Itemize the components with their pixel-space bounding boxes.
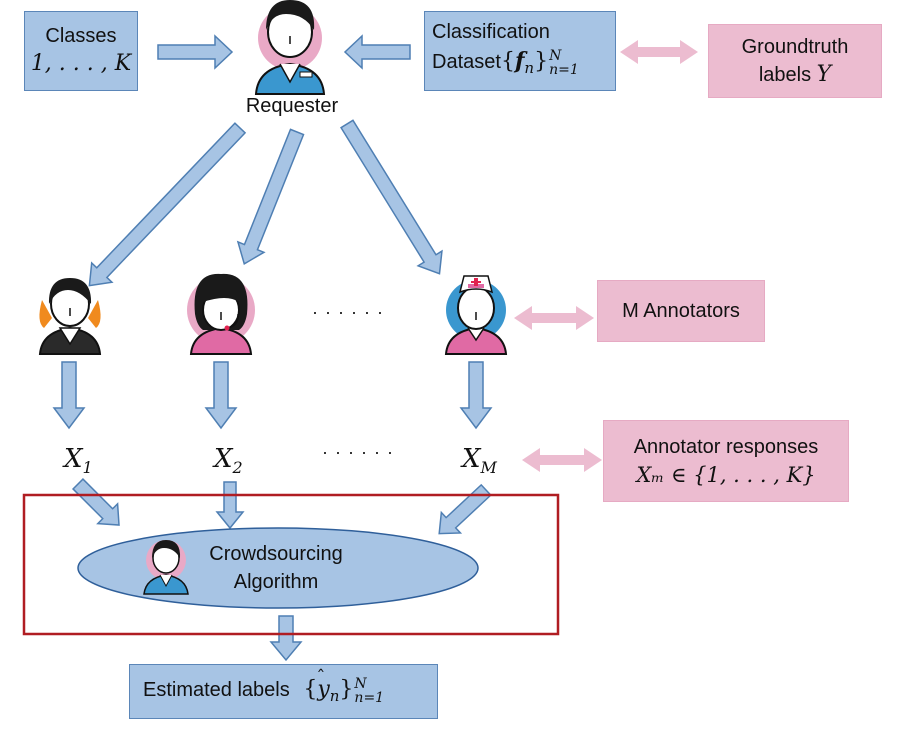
algorithm-line1: Crowdsourcing: [209, 543, 343, 565]
pink-arrow-responses-box: [522, 448, 602, 472]
annotator-responses-math: Xₘ ∈ {1, . . . , K}: [636, 463, 816, 487]
groundtruth-box: Groundtruth labels Y: [708, 24, 882, 98]
m-annotators-label: M Annotators: [622, 300, 740, 322]
dataset-brace-close: }: [534, 49, 549, 74]
response-x1-var: X: [64, 444, 83, 474]
dataset-sup: N: [549, 47, 562, 64]
dataset-f: f: [514, 48, 525, 74]
response-xm-sub: M: [480, 458, 497, 478]
responses-dots: · · · · · ·: [322, 442, 394, 462]
arrow-classes-to-requester: [157, 34, 234, 70]
estimated-y-sub: n: [329, 687, 340, 705]
estimated-sub: n=1: [354, 689, 385, 706]
response-x1-sub: 1: [82, 458, 93, 478]
dataset-sub: n=1: [549, 61, 579, 78]
groundtruth-line2: labels Y: [709, 61, 881, 89]
estimated-brace-open: {: [303, 677, 318, 702]
annotator-responses-box: Annotator responses Xₘ ∈ {1, . . . , K}: [603, 420, 849, 502]
groundtruth-var: Y: [816, 62, 832, 87]
requester-person-icon: [254, 0, 326, 95]
arrow-dataset-to-requester: [343, 34, 411, 70]
m-annotators-box: M Annotators: [597, 280, 765, 342]
pink-arrow-annotators-box: [514, 306, 594, 330]
requester-label: Requester: [245, 95, 339, 117]
arrow-xm-to-algorithm: [438, 483, 492, 535]
algorithm-person-icon: [143, 540, 189, 595]
groundtruth-labels-text: labels: [758, 64, 812, 86]
response-xm-var: X: [462, 444, 481, 474]
arrow-algorithm-to-estimates: [269, 615, 303, 662]
arrow-requester-to-annotator-m: [340, 119, 443, 275]
dataset-line1: Classification: [432, 21, 550, 43]
estimated-brace-close: }: [339, 677, 354, 702]
annotator-1-person-icon: [38, 278, 102, 355]
estimated-hat-icon: ˆ: [316, 667, 326, 688]
estimated-sup: N: [354, 675, 367, 692]
classes-box: Classes 1, . . . , K: [24, 11, 138, 91]
arrow-requester-to-annotator-2: [236, 128, 305, 265]
estimated-labels-text: Estimated labels: [143, 679, 290, 701]
dataset-brace-open: {: [500, 49, 515, 74]
pink-arrow-dataset-groundtruth: [620, 40, 698, 64]
annotator-responses-title: Annotator responses: [633, 436, 819, 458]
dataset-text: Dataset: [432, 51, 501, 73]
arrow-annotatorm-down: [459, 361, 493, 430]
arrow-x2-to-algorithm: [215, 481, 245, 530]
algorithm-label: Crowdsourcing Algorithm: [186, 540, 366, 596]
response-x2: X2: [214, 444, 243, 477]
arrow-x1-to-algorithm: [71, 477, 120, 526]
arrow-requester-to-annotator-1: [88, 122, 247, 287]
groundtruth-line1: Groundtruth: [741, 36, 849, 58]
dataset-f-sub: n: [524, 59, 535, 77]
annotators-dots: · · · · · ·: [312, 302, 384, 322]
algorithm-line2: Algorithm: [233, 571, 319, 593]
annotator-2-person-icon: [187, 273, 255, 355]
response-x1: X1: [64, 444, 93, 477]
response-x2-var: X: [214, 444, 233, 474]
arrow-annotator2-down: [204, 361, 238, 430]
response-xm: XM: [462, 444, 497, 477]
algorithm-frame: [22, 493, 560, 636]
annotator-m-person-icon: [444, 275, 508, 355]
response-x2-sub: 2: [232, 458, 243, 478]
arrow-annotator1-down: [52, 361, 86, 430]
classes-title: Classes: [45, 25, 117, 47]
classes-range: 1, . . . , K: [30, 51, 132, 76]
